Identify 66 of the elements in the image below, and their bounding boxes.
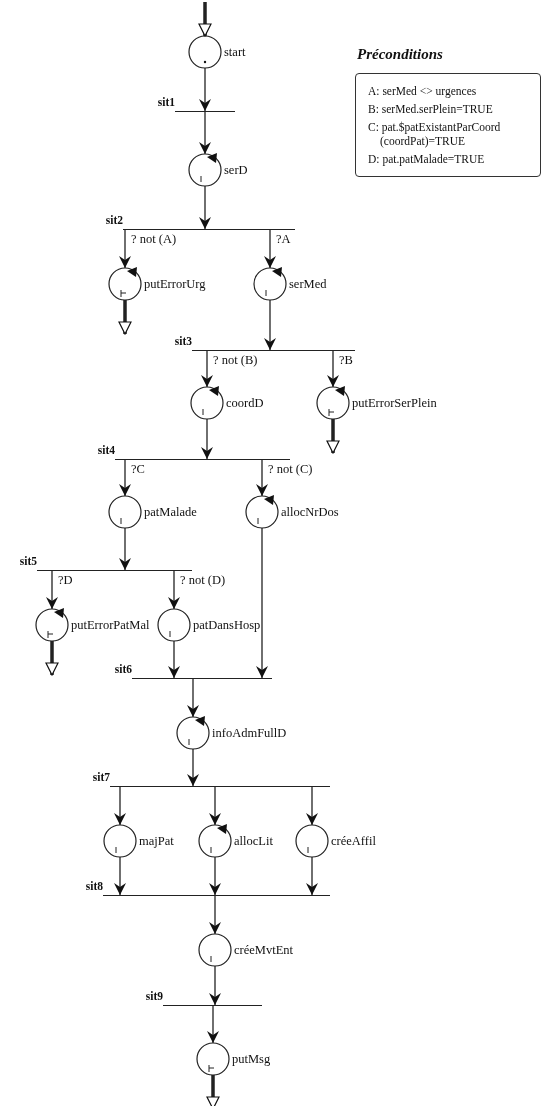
arrow	[114, 785, 126, 826]
process-label: patMalade	[144, 504, 197, 520]
process-label: créeMvtEnt	[234, 942, 293, 958]
panel-heading: Préconditions	[357, 46, 444, 63]
condition-text: D: pat.patMalade=TRUE	[368, 152, 486, 166]
arrow	[168, 640, 180, 679]
situation-label: sit5	[19, 555, 37, 567]
arrow	[306, 856, 318, 896]
arrow	[264, 228, 276, 269]
situation-label: sit6	[114, 663, 132, 675]
arrow	[119, 458, 131, 497]
arrow	[199, 110, 211, 155]
arrow	[201, 418, 213, 460]
condition-text: C: pat.$patExistantParCoord (coordPat)=TRUE	[368, 120, 502, 148]
hollow-arrow	[45, 641, 59, 676]
arrow	[119, 527, 131, 571]
arrow	[264, 299, 276, 351]
process-label: start	[224, 44, 246, 60]
process-label: putErrorUrg	[144, 276, 206, 292]
situation-label: sit8	[85, 880, 103, 892]
process-label: coordD	[226, 395, 264, 411]
process-label: majPat	[139, 833, 174, 849]
process-label: putErrorPatMal	[71, 617, 150, 633]
process-label: patDansHosp	[193, 617, 261, 633]
arrow	[327, 349, 339, 388]
arrow	[168, 569, 180, 610]
arrow	[46, 569, 58, 610]
hollow-arrow	[326, 419, 340, 454]
arrow	[256, 527, 268, 679]
hollow-arrow	[198, 2, 212, 37]
process-label: créeAffil	[331, 833, 376, 849]
situation-label: sit9	[145, 990, 163, 1002]
process-label: allocNrDos	[281, 504, 339, 520]
situation-label: sit4	[97, 444, 115, 456]
hollow-arrow	[118, 300, 132, 335]
process-label: serMed	[289, 276, 327, 292]
arrow	[306, 785, 318, 826]
arrow	[187, 748, 199, 787]
arrow	[119, 228, 131, 269]
process-label: putErrorSerPlein	[352, 395, 437, 411]
arrow	[199, 67, 211, 112]
arrow	[187, 677, 199, 718]
edge-label: ? not (C)	[267, 462, 314, 477]
edge-label: ? not (B)	[212, 353, 259, 368]
situation-label: sit7	[92, 771, 110, 783]
process-label: infoAdmFullD	[212, 725, 287, 741]
process-label: putMsg	[232, 1051, 271, 1067]
arrow	[209, 894, 221, 935]
arrow	[209, 856, 221, 896]
situation-label: sit1	[157, 96, 175, 108]
arrow	[201, 349, 213, 388]
process-label: allocLit	[234, 833, 273, 849]
hollow-arrow	[206, 1075, 220, 1106]
arrow	[256, 458, 268, 497]
arrow	[209, 785, 221, 826]
situation-label: sit2	[105, 214, 123, 226]
arrow	[114, 856, 126, 896]
condition-text: B: serMed.serPlein=TRUE	[368, 102, 494, 116]
edge-label: ? not (A)	[130, 232, 178, 247]
arrow	[207, 1004, 219, 1044]
process-label: serD	[224, 162, 248, 178]
arrow	[199, 185, 211, 230]
condition-text: A: serMed <> urgences	[368, 84, 478, 98]
arrow	[209, 965, 221, 1006]
edge-label: ? not (D)	[179, 573, 227, 588]
situation-label: sit3	[174, 335, 192, 347]
